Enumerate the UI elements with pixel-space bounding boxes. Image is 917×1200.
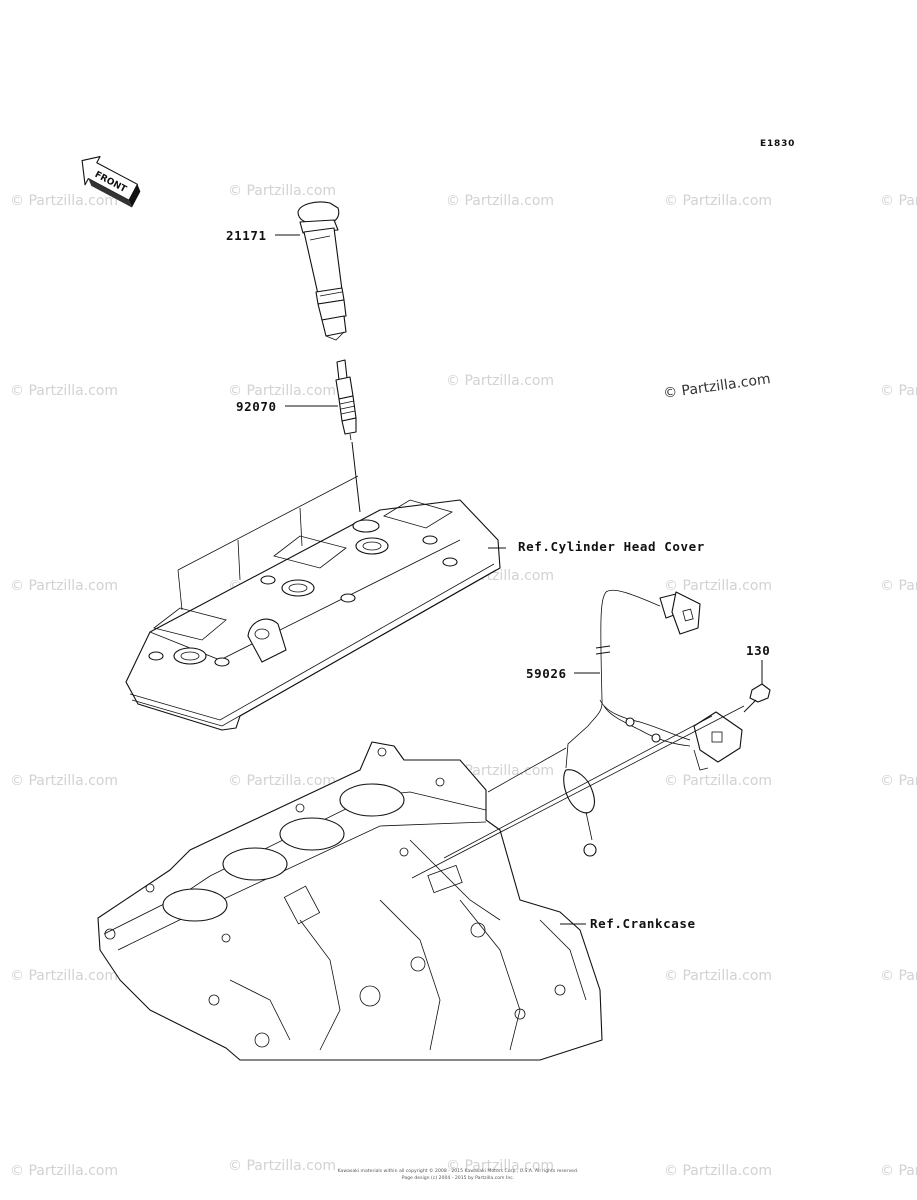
guide-line [487, 747, 567, 793]
watermark: © Partzilla.com [664, 773, 772, 789]
watermark: © Partzilla.com [880, 578, 917, 594]
watermark: © Partzilla.com [10, 1163, 118, 1179]
diagram-code: E1830 [760, 139, 795, 149]
watermark: © Partzilla.com [10, 968, 118, 984]
watermark: © Partzilla.com [10, 193, 118, 209]
watermark: © Partzilla.com [10, 578, 118, 594]
callout-crankcase: Ref.Crankcase [590, 916, 696, 931]
callout-bolt: 130 [746, 643, 770, 658]
front-arrow-icon: FRONT [81, 155, 141, 208]
watermark: © Partzilla.com [446, 1158, 554, 1174]
watermark: © Partzilla.com [880, 383, 917, 399]
guide-line [411, 705, 745, 879]
callout-spark-plug: 92070 [236, 399, 277, 414]
watermark-main: © Partzilla.com [662, 371, 771, 402]
watermark: © Partzilla.com [880, 1163, 917, 1179]
watermark: © Partzilla.com [664, 1163, 772, 1179]
cylinder-head-cover [125, 475, 501, 731]
callout-harness: 59026 [526, 666, 567, 681]
watermark: © Partzilla.com [880, 773, 917, 789]
watermark: © Partzilla.com [880, 193, 917, 209]
watermark: © Partzilla.com [228, 383, 336, 399]
watermark: © Partzilla.com [10, 773, 118, 789]
watermark: © Partzilla.com [664, 968, 772, 984]
watermark: © Partzilla.com [10, 383, 118, 399]
watermark: © Partzilla.com [880, 968, 917, 984]
footer-copyright: Kawasaki materials within all copyright … [338, 1167, 579, 1174]
callout-ignition-coil: 21171 [226, 228, 267, 243]
watermark: © Partzilla.com [664, 578, 772, 594]
wiring-harness [563, 589, 743, 857]
bolt [743, 683, 771, 713]
watermark: © Partzilla.com [446, 373, 554, 389]
footer-design: Page design (c) 2004 - 2015 by Partzilla… [402, 1175, 514, 1181]
callout-cylinder-head-cover: Ref.Cylinder Head Cover [518, 539, 705, 554]
watermark: © Partzilla.com [228, 1158, 336, 1174]
spark-plug [335, 359, 357, 441]
ignition-coil [297, 201, 347, 341]
watermark: © Partzilla.com [446, 193, 554, 209]
watermark: © Partzilla.com [228, 773, 336, 789]
watermark: © Partzilla.com [664, 193, 772, 209]
guide-line [443, 715, 713, 859]
crankcase [97, 741, 603, 1061]
watermark: © Partzilla.com [228, 183, 336, 199]
